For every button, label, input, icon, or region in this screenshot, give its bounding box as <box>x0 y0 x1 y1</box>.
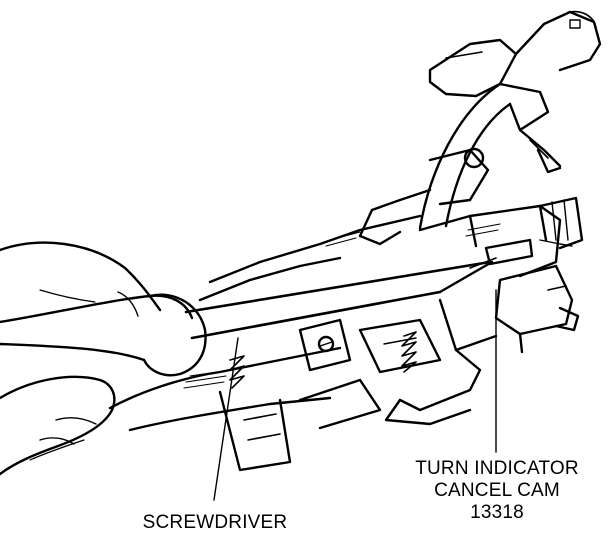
turn-signal-lever <box>358 10 602 246</box>
cancel-cam-spring <box>229 331 417 389</box>
upper-hand <box>0 241 207 377</box>
leader-lines <box>213 289 497 501</box>
part-number: 13318 <box>470 502 524 523</box>
screwdriver-label: SCREWDRIVER <box>142 512 288 533</box>
turn-indicator-cancel-cam-label: TURN INDICATOR CANCEL CAM 13318 <box>386 458 608 524</box>
callout-line-2: CANCEL CAM <box>434 480 560 501</box>
stipple-texture <box>183 223 501 389</box>
screwdriver-shaft <box>184 257 497 340</box>
column-body <box>108 214 442 472</box>
lower-hand <box>0 375 116 476</box>
callout-line-1: TURN INDICATOR <box>415 458 579 479</box>
switch-housing <box>384 196 584 426</box>
